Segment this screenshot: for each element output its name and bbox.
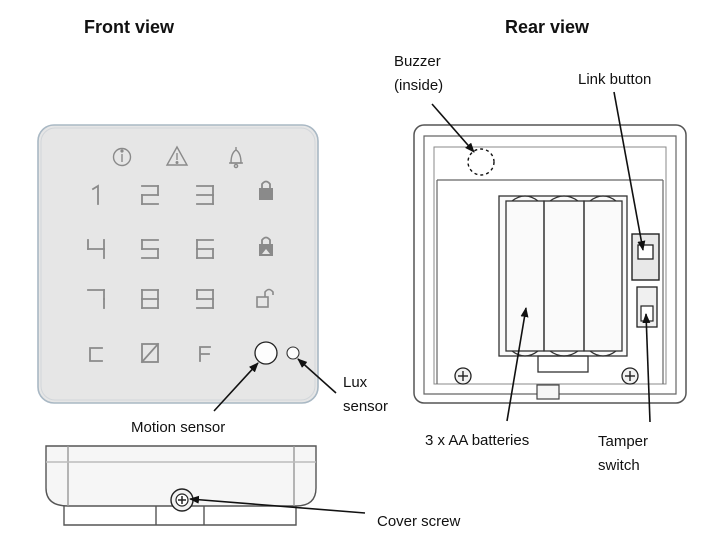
front-panel	[37, 124, 319, 404]
keypad-key-8	[141, 289, 159, 309]
cover-screw-label: Cover screw	[377, 513, 461, 530]
bell-icon	[229, 147, 243, 169]
motion-sensor-pointer	[213, 362, 259, 412]
batteries-pointer	[506, 307, 529, 422]
motion-sensor-lens	[254, 341, 278, 365]
lock-home-icon	[259, 236, 273, 256]
info-icon	[112, 147, 132, 167]
rear-view-title: Rear view	[505, 17, 590, 37]
keypad-key-9	[196, 289, 214, 309]
lux-sensor-pointer	[297, 358, 337, 394]
keypad-key-7	[87, 289, 105, 309]
rear-housing	[413, 124, 687, 404]
cover-screw-pointer	[189, 495, 366, 514]
cover-screw-icon	[170, 488, 194, 512]
batteries-label: 3 x AA batteries	[425, 432, 530, 449]
keypad-key-f	[199, 346, 211, 362]
lux-sensor-label-line2: sensor	[343, 398, 389, 416]
tamper-switch-label-line2: switch	[598, 457, 640, 475]
tamper-switch-label-line1: Tamper	[598, 433, 649, 450]
buzzer-label: Buzzer (inside)	[394, 52, 443, 97]
unlock-icon	[256, 288, 274, 308]
buzzer-label-line2: (inside)	[394, 77, 444, 95]
link-button-label: Link button	[578, 71, 652, 88]
side-view-body	[45, 445, 317, 526]
keypad-key-4	[87, 239, 105, 259]
keypad-key-1	[91, 184, 99, 205]
front-view-title: Front view	[84, 17, 175, 37]
lock-icon	[259, 180, 273, 200]
tamper-switch-pointer	[642, 313, 651, 423]
lux-sensor-label-line1: Lux	[343, 374, 368, 391]
buzzer-marker	[467, 148, 495, 176]
lux-sensor-label: Lux sensor	[343, 373, 388, 418]
lux-sensor	[286, 346, 300, 360]
battery-compartment	[498, 195, 628, 373]
tamper-switch-label: Tamper switch	[598, 432, 648, 477]
motion-sensor-label: Motion sensor	[131, 419, 226, 436]
keypad-key-0	[140, 342, 160, 364]
rear-screw-left-icon	[454, 367, 472, 385]
rear-screw-right-icon	[621, 367, 639, 385]
keypad-key-3	[196, 185, 214, 205]
rear-clip	[536, 384, 560, 400]
link-button	[631, 233, 660, 281]
buzzer-label-line1: Buzzer	[394, 53, 441, 70]
keypad-key-c	[89, 347, 103, 362]
warning-triangle-icon	[165, 145, 189, 166]
keypad-key-2	[141, 185, 159, 205]
buzzer-pointer	[431, 103, 475, 153]
keypad-key-6	[196, 239, 214, 259]
keypad-key-5	[141, 239, 159, 259]
link-button-pointer	[613, 91, 646, 251]
